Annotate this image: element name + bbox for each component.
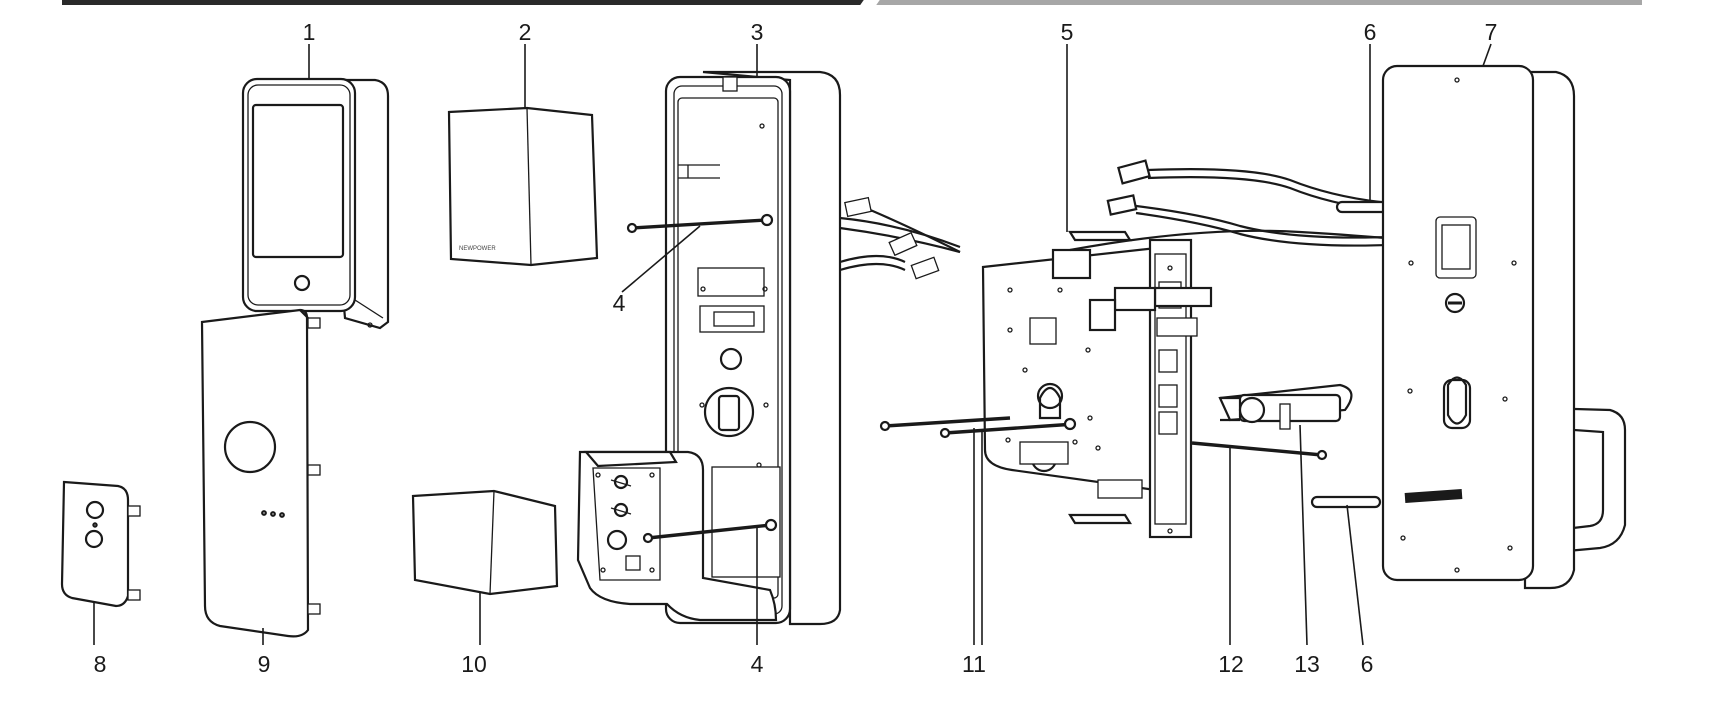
battery-brand-label: NEWPOWER [459, 246, 496, 252]
callout-13: 13 [1294, 651, 1320, 677]
part-7-outer-panel [1381, 64, 1627, 590]
callout-4-bottom: 4 [751, 651, 764, 677]
part-1-front-panel [241, 77, 390, 330]
leader-7 [1482, 43, 1492, 67]
callout-8: 8 [94, 651, 107, 677]
callout-3: 3 [751, 19, 764, 45]
leader-lines [93, 43, 1492, 646]
callout-5: 5 [1061, 19, 1074, 45]
callout-1: 1 [303, 19, 316, 45]
part-3-inner-housing [576, 70, 842, 626]
part-12-screw [1191, 441, 1328, 461]
part-6-spindle-bottom [1310, 495, 1382, 509]
callout-4-top: 4 [613, 290, 626, 316]
leader-4-top [621, 225, 701, 293]
leader-6-bottom [1346, 504, 1364, 646]
callout-7: 7 [1485, 19, 1498, 45]
part-4-screw-bottom [642, 518, 778, 544]
part-5-mortise-lock [981, 230, 1213, 539]
part-10-battery-box [411, 489, 559, 596]
header-bar-light [874, 0, 1642, 5]
part-4-screw-top [626, 213, 774, 234]
callout-labels: 1 2 3 4 4 5 6 7 8 9 10 11 12 13 6 [94, 19, 1498, 677]
leader-13 [1299, 424, 1308, 646]
header-bar-dark [62, 0, 870, 5]
callout-10: 10 [461, 651, 487, 677]
callout-6-top: 6 [1364, 19, 1377, 45]
part-9-front-cover [200, 308, 321, 638]
callout-12: 12 [1218, 651, 1244, 677]
callout-6-bottom: 6 [1361, 651, 1374, 677]
part-11-screws [879, 416, 1077, 439]
callout-9: 9 [258, 651, 271, 677]
callout-2: 2 [519, 19, 532, 45]
part-13-cylinder [1218, 383, 1353, 430]
part-2-battery: NEWPOWER [447, 106, 599, 267]
callout-11: 11 [962, 651, 986, 677]
connector-cables [839, 196, 961, 280]
part-8-reader-cover [60, 480, 141, 608]
